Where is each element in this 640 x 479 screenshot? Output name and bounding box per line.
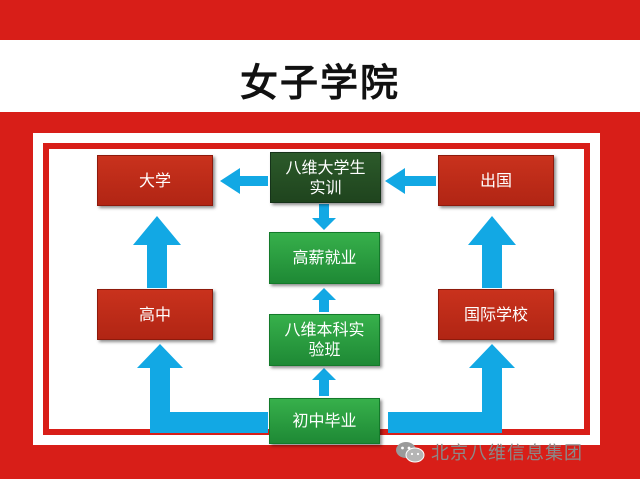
wechat-icon [396, 442, 425, 463]
node-intl-school: 国际学校 [438, 289, 554, 340]
arrow-class-to-salary [312, 288, 336, 312]
node-high-school: 高中 [97, 289, 213, 340]
title-bar [0, 40, 640, 115]
arrow-intl-to-abroad [468, 216, 516, 288]
node-undergrad-class: 八维本科实 验班 [269, 314, 380, 366]
watermark-text: 北京八维信息集团 [431, 443, 583, 464]
arrow-junior-to-intl [388, 344, 515, 433]
node-abroad: 出国 [438, 155, 554, 206]
arrow-training-to-university [220, 168, 268, 194]
arrow-junior-to-class [312, 368, 336, 396]
node-university: 大学 [97, 155, 213, 206]
arrow-training-to-salary [312, 204, 336, 230]
arrow-junior-to-highschool [137, 344, 268, 433]
arrow-abroad-to-training [385, 168, 436, 194]
node-training: 八维大学生 实训 [270, 152, 381, 203]
node-high-salary: 高薪就业 [269, 232, 380, 284]
arrow-highschool-to-university [133, 216, 181, 288]
top-red-band [0, 0, 640, 40]
watermark: 北京八维信息集团 [395, 432, 635, 472]
node-junior-grad: 初中毕业 [269, 398, 380, 444]
page-title: 女子学院 [239, 60, 400, 105]
